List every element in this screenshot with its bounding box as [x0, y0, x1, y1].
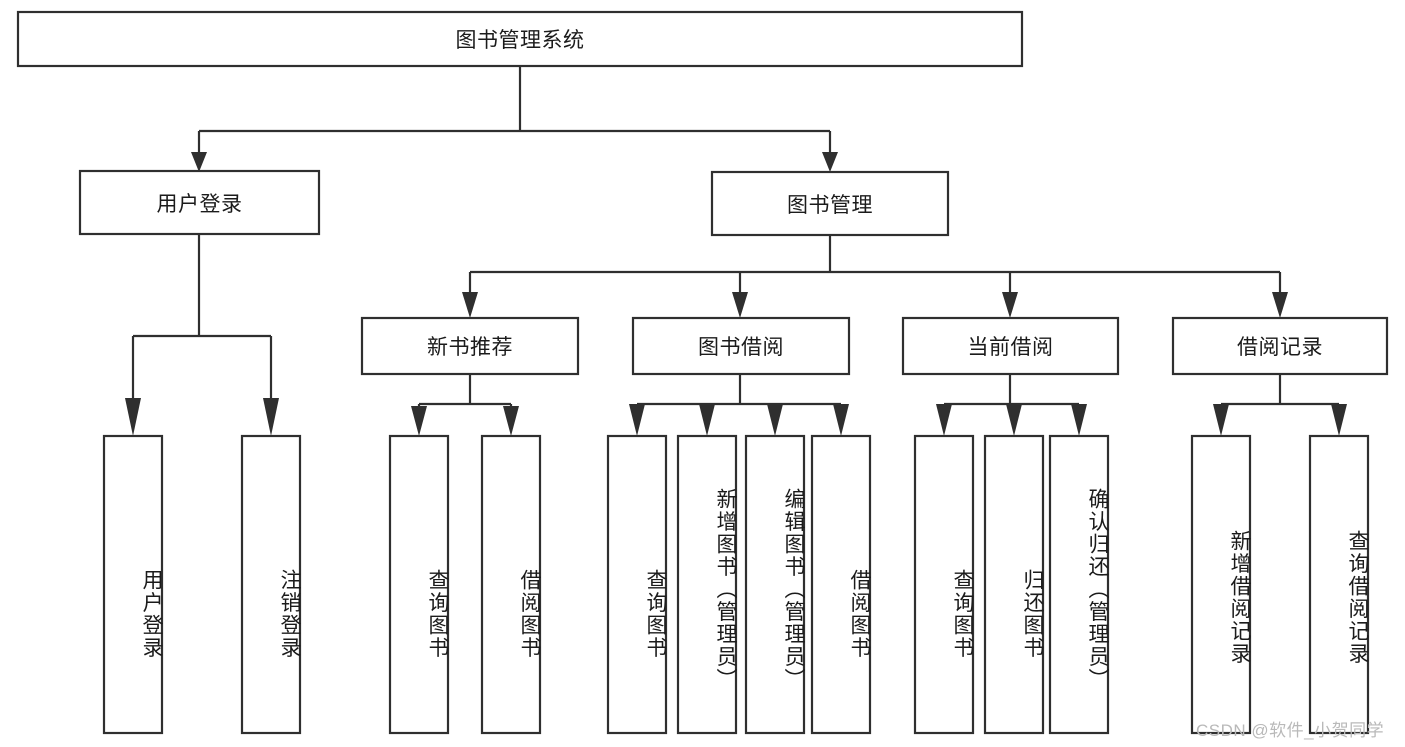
node-leaf-add-book-box[interactable] [676, 434, 738, 735]
node-new-book-recommend-box[interactable] [360, 316, 580, 376]
node-root-box[interactable] [16, 10, 1024, 68]
arrowhead-leaf-add-book [699, 404, 715, 436]
arrowhead-book-management [822, 152, 838, 172]
arrowhead-user-login [191, 152, 207, 172]
node-current-borrow-box[interactable] [901, 316, 1120, 376]
node-leaf-edit-book-box[interactable] [744, 434, 806, 735]
arrowhead-leaf-logout-login [263, 398, 279, 436]
arrowhead-new-book-recommend [462, 292, 478, 318]
watermark-text: CSDN @软件_小贺同学 [1196, 721, 1385, 740]
connectors-layer [125, 66, 1347, 436]
arrowhead-leaf-edit-book [767, 404, 783, 436]
nodes-layer [16, 10, 1389, 735]
node-leaf-query-book-1-box[interactable] [388, 434, 450, 735]
arrowhead-leaf-query-book-2 [629, 404, 645, 436]
node-leaf-return-book-box[interactable] [983, 434, 1045, 735]
arrowhead-leaf-query-borrow-record [1331, 404, 1347, 436]
node-leaf-query-book-2-box[interactable] [606, 434, 668, 735]
arrowhead-borrow-record [1272, 292, 1288, 318]
node-leaf-add-borrow-record-box[interactable] [1190, 434, 1252, 735]
node-book-management-box[interactable] [710, 170, 950, 237]
arrowhead-book-borrow [732, 292, 748, 318]
arrowhead-leaf-query-book-3 [936, 404, 952, 436]
node-leaf-borrow-book-1-box[interactable] [480, 434, 542, 735]
arrowhead-current-borrow [1002, 292, 1018, 318]
arrowhead-leaf-user-login [125, 398, 141, 436]
arrowhead-leaf-query-book-1 [411, 406, 427, 436]
node-leaf-query-borrow-record-box[interactable] [1308, 434, 1370, 735]
arrowhead-leaf-add-borrow-record [1213, 404, 1229, 436]
arrowhead-leaf-return-book [1006, 404, 1022, 436]
node-book-borrow-box[interactable] [631, 316, 851, 376]
node-leaf-logout-login-box[interactable] [240, 434, 302, 735]
node-leaf-borrow-book-2-box[interactable] [810, 434, 872, 735]
node-leaf-user-login-box[interactable] [102, 434, 164, 735]
arrowhead-leaf-borrow-book-2 [833, 404, 849, 436]
node-leaf-query-book-3-box[interactable] [913, 434, 975, 735]
node-leaf-confirm-return-box[interactable] [1048, 434, 1110, 735]
arrowhead-leaf-confirm-return [1071, 404, 1087, 436]
node-user-login-box[interactable] [78, 169, 321, 236]
node-borrow-record-box[interactable] [1171, 316, 1389, 376]
arrowhead-leaf-borrow-book-1 [503, 406, 519, 436]
